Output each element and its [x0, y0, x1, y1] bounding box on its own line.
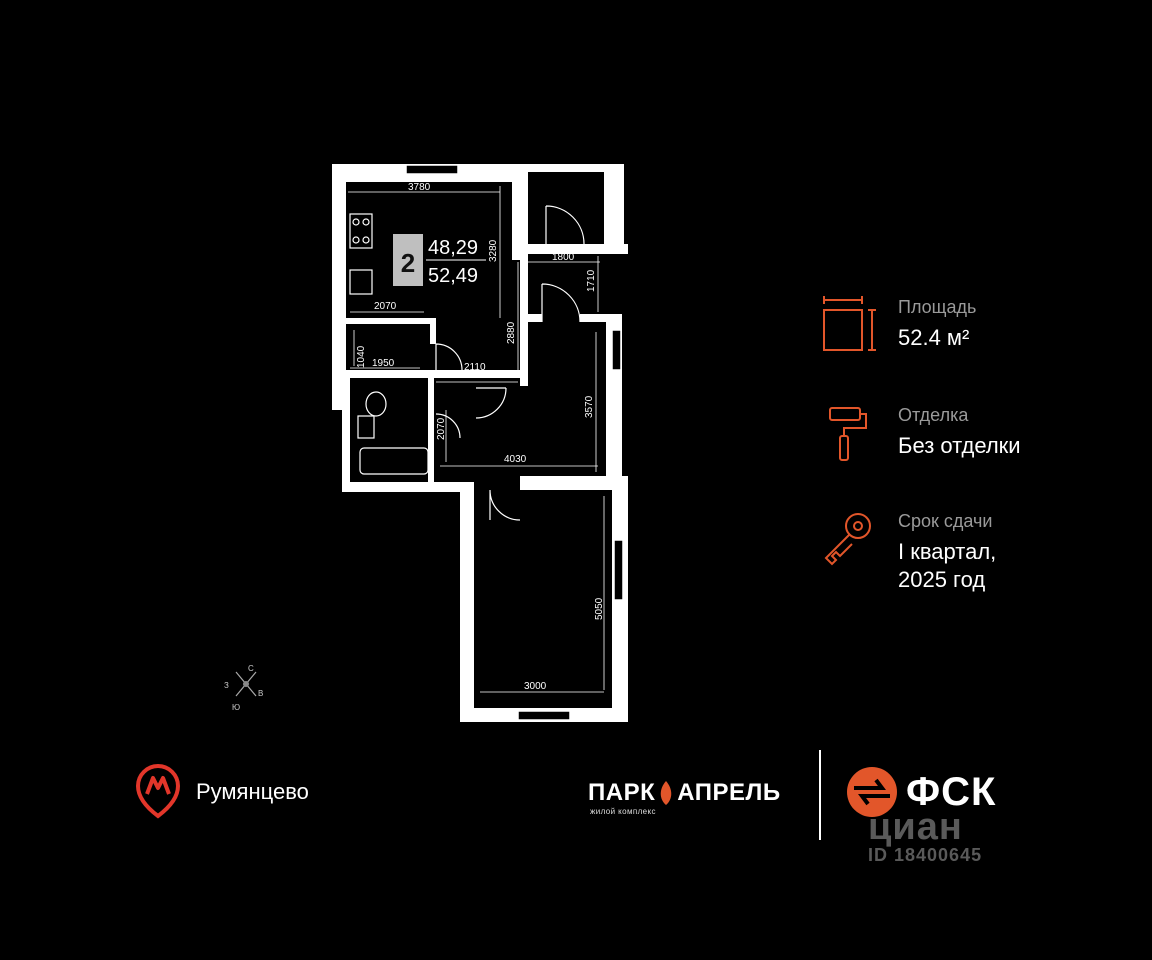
room-count: 2	[401, 248, 415, 278]
walls	[332, 164, 628, 722]
dim-corridor-width: 2070	[374, 301, 397, 312]
park-right-text: АПРЕЛЬ	[677, 779, 781, 806]
doors	[435, 205, 585, 521]
dimension-lines	[348, 186, 605, 693]
info-finish: Отделка Без отделки	[818, 404, 1021, 466]
metro-name: Румянцево	[196, 779, 309, 804]
dim-loggia-width: 1800	[552, 252, 575, 263]
fixtures	[349, 213, 429, 475]
dim-bedroom-depth: 5050	[594, 597, 605, 620]
dim-storage-width: 1950	[372, 358, 395, 369]
dim-loggia-depth: 1710	[586, 269, 597, 292]
total-area: 52,49	[428, 265, 478, 287]
finish-label: Отделка	[898, 405, 969, 425]
dim-bedroom-width: 3000	[524, 681, 547, 692]
logo-divider	[819, 750, 821, 840]
compass-east: В	[258, 689, 263, 698]
delivery-value-line1: I квартал,	[898, 539, 997, 564]
delivery-value-line2: 2025 год	[898, 567, 986, 592]
dim-bath-depth: 2070	[436, 417, 447, 440]
compass-north: С	[248, 664, 254, 673]
park-subtitle: жилой комплекс	[590, 807, 656, 816]
dim-kitchen-width: 3780	[408, 182, 431, 193]
fsk-name: ФСК	[906, 769, 997, 814]
area-label: Площадь	[898, 297, 977, 317]
compass: С З В Ю	[224, 664, 263, 712]
park-left-text: ПАРК	[588, 779, 656, 806]
delivery-label: Срок сдачи	[898, 511, 993, 531]
park-aprel-logo: ПАРК АПРЕЛЬ жилой комплекс	[588, 779, 781, 816]
metro-station: Румянцево	[134, 764, 309, 820]
finish-value: Без отделки	[898, 433, 1021, 458]
dim-kitchen-depth: 3280	[488, 239, 499, 262]
info-delivery: Срок сдачи I квартал, 2025 год	[818, 510, 996, 594]
dim-corridor-depth: 2880	[506, 321, 517, 344]
living-area: 48,29	[428, 237, 478, 259]
fsk-emblem-icon	[847, 767, 897, 817]
key-icon	[824, 513, 871, 566]
watermark-id: ID 18400645	[868, 845, 983, 865]
info-area: Площадь 52.4 м²	[818, 296, 976, 358]
paint-roller-icon	[829, 407, 867, 461]
windows	[405, 164, 624, 721]
area-icon	[823, 296, 876, 351]
fsk-logo: ФСК	[846, 766, 996, 818]
area-value: 52.4 м²	[898, 325, 970, 350]
leaf-icon	[661, 781, 672, 805]
dim-room-depth: 3570	[584, 395, 595, 418]
dim-room-width: 4030	[504, 454, 527, 465]
dim-hall-width: 2110	[464, 362, 486, 373]
dim-storage-depth: 1040	[356, 345, 367, 368]
compass-west: З	[224, 681, 229, 690]
watermark-brand: циан	[868, 806, 963, 848]
metro-pin-icon	[135, 764, 181, 819]
compass-south: Ю	[232, 703, 240, 712]
watermark: циан ID 18400645	[868, 806, 982, 866]
